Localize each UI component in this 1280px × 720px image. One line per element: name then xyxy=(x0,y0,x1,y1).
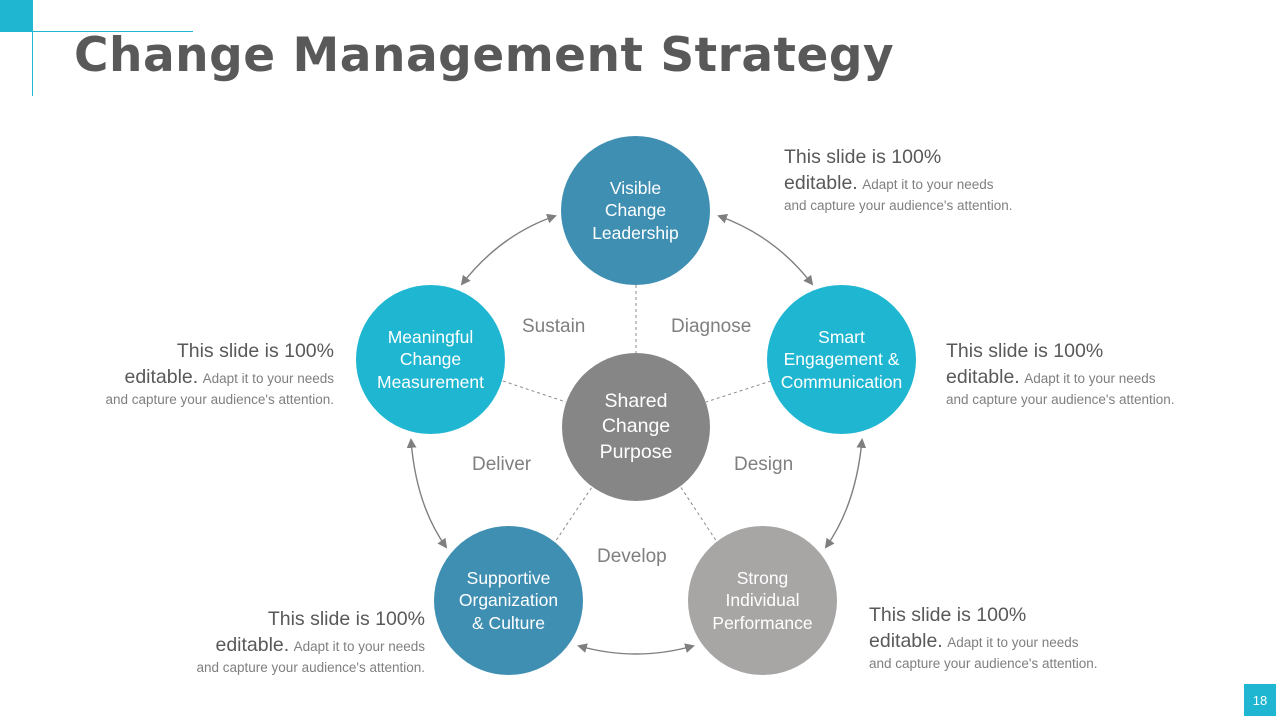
note-body-cont: and capture your audience's attention. xyxy=(784,198,1013,213)
note-headline-cont: editable. xyxy=(215,633,290,656)
corner-accent-line-vertical xyxy=(32,0,33,96)
arrow-top-right xyxy=(717,214,814,286)
note-body: Adapt it to your needs xyxy=(293,638,425,654)
spoke-right xyxy=(705,380,772,403)
note-headline: This slide is 100% xyxy=(946,340,1104,362)
note-bottom-left: This slide is 100% editable. Adapt it to… xyxy=(155,607,426,678)
phase-label-design: Design xyxy=(734,454,794,475)
arrow-right-bottomright xyxy=(824,438,867,549)
arrow-left-bottomleft xyxy=(406,438,448,549)
node-shared-change-purpose: Shared Change Purpose xyxy=(562,353,710,501)
arrow-left-top xyxy=(460,213,557,286)
note-top-right: This slide is 100% editable. Adapt it to… xyxy=(784,145,1054,216)
note-headline: This slide is 100% xyxy=(176,340,334,362)
note-body: Adapt it to your needs xyxy=(947,634,1079,650)
note-headline: This slide is 100% xyxy=(267,608,425,630)
note-body: Adapt it to your needs xyxy=(1024,370,1156,386)
note-body-cont: and capture your audience's attention. xyxy=(946,392,1175,407)
note-right: This slide is 100% editable. Adapt it to… xyxy=(946,339,1216,410)
node-smart-engagement-communication: Smart Engagement & Communication xyxy=(767,285,916,434)
node-supportive-organization-culture: Supportive Organization & Culture xyxy=(434,526,583,675)
note-bottom-right: This slide is 100% editable. Adapt it to… xyxy=(869,603,1139,674)
note-headline: This slide is 100% xyxy=(784,146,942,168)
arrow-bottomleft-bottomright xyxy=(577,643,695,655)
node-visible-change-leadership: Visible Change Leadership xyxy=(561,136,710,285)
phase-label-sustain: Sustain xyxy=(522,316,586,337)
spoke-bottom-left xyxy=(552,483,595,546)
note-headline-cont: editable. xyxy=(869,629,943,652)
spoke-bottom-right xyxy=(679,485,720,546)
page-number-badge: 18 xyxy=(1244,684,1276,716)
phase-label-diagnose: Diagnose xyxy=(671,316,752,337)
node-meaningful-change-measurement: Meaningful Change Measurement xyxy=(356,285,505,434)
node-strong-individual-performance: Strong Individual Performance xyxy=(688,526,837,675)
note-body-cont: and capture your audience's attention. xyxy=(196,660,426,675)
note-headline: This slide is 100% xyxy=(869,604,1027,626)
note-body-cont: and capture your audience's attention. xyxy=(105,392,335,407)
note-headline-cont: editable. xyxy=(946,365,1020,388)
corner-accent-block xyxy=(0,0,32,31)
note-left: This slide is 100% editable. Adapt it to… xyxy=(64,339,335,410)
phase-label-deliver: Deliver xyxy=(472,454,532,475)
slide-title: Change Management Strategy xyxy=(74,28,895,83)
note-body-cont: and capture your audience's attention. xyxy=(869,656,1098,671)
phase-label-develop: Develop xyxy=(597,546,667,567)
note-body: Adapt it to your needs xyxy=(202,370,334,386)
corner-accent-line-horizontal xyxy=(0,31,193,32)
spoke-left xyxy=(502,380,567,403)
note-headline-cont: editable. xyxy=(784,171,858,194)
note-body: Adapt it to your needs xyxy=(862,176,994,192)
note-headline-cont: editable. xyxy=(124,365,199,388)
